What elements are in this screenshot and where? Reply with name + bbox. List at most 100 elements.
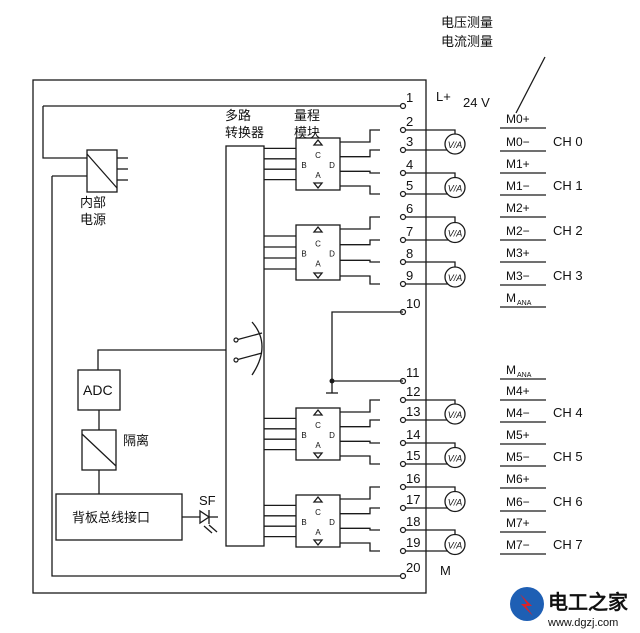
meter-glyph: V/A (448, 273, 463, 283)
terminal-3 (399, 146, 407, 154)
signal-label: M7+ (506, 516, 530, 530)
watermark-logo-icon (510, 587, 544, 621)
backplane-bus-label: 背板总线接口 (72, 510, 150, 525)
terminal-4 (399, 169, 407, 177)
channel-0-meter: V/A (403, 129, 466, 155)
terminal-13 (399, 416, 407, 424)
terminal-number-15: 15 (406, 448, 420, 463)
voltage-measure-label: 电压测量 (441, 15, 493, 30)
multiplexer-block (225, 145, 265, 547)
module-frame (32, 79, 427, 594)
sf-label: SF (199, 493, 216, 508)
range-module-label-2: 模块 (294, 125, 320, 140)
terminal-number-6: 6 (406, 201, 413, 216)
header-pointer-line (515, 56, 546, 114)
m-ana-common-wire (331, 311, 403, 382)
channel-2-meter: V/A (403, 216, 466, 244)
terminal-number-1: 1 (406, 90, 413, 105)
terminal-19 (399, 547, 407, 555)
signal-row: M5+ (500, 428, 546, 445)
range-glyph-a: A (315, 171, 321, 180)
signal-label: M2− (506, 224, 530, 238)
channel-7-meter: V/A (403, 529, 466, 556)
terminal-number-3: 3 (406, 134, 413, 149)
terminal-7 (399, 236, 407, 244)
terminal-number-10: 10 (406, 296, 420, 311)
l-plus-to-power-wire (42, 106, 87, 159)
signal-row: M3+ (500, 246, 546, 263)
channel-5-meter: V/A (403, 442, 466, 469)
signal-label: M0− (506, 135, 530, 149)
meter-glyph: V/A (448, 498, 463, 508)
signal-row: M7− CH 7 (500, 537, 583, 555)
meter-glyph: V/A (448, 410, 463, 420)
channel-label: CH 1 (553, 178, 583, 193)
terminal-9 (399, 280, 407, 288)
terminal-number-16: 16 (406, 471, 420, 486)
watermark-url: www.dgzj.com (547, 617, 618, 629)
channel-label: CH 7 (553, 537, 583, 552)
signal-row: M2+ (500, 201, 546, 218)
signal-label: M7− (506, 538, 530, 552)
range-glyph-c: C (315, 240, 321, 249)
internal-power-label-1: 内部 (80, 195, 106, 210)
signal-row: M3−CH 3 (500, 268, 583, 286)
channel-4-meter: V/A (403, 399, 466, 425)
watermark-title: 电工之家 (548, 590, 629, 614)
range-glyph-d: D (329, 250, 335, 259)
signal-label: M3+ (506, 246, 530, 260)
signal-label: M1+ (506, 157, 530, 171)
range-glyph-c: C (315, 151, 321, 160)
terminal-number-11: 11 (406, 365, 420, 380)
terminal-number-13: 13 (406, 404, 420, 419)
terminal-16 (399, 483, 407, 491)
terminal-5 (399, 190, 407, 198)
channel-label: CH 6 (553, 494, 583, 509)
channel-1-meter: V/A (403, 172, 466, 199)
range-glyph-c: C (315, 421, 321, 430)
signal-row: M5−CH 5 (500, 449, 583, 467)
multiplexer-switch-icon (233, 321, 263, 376)
terminal-1 (399, 102, 407, 110)
isolation-label: 隔离 (123, 433, 149, 448)
range-glyph-a: A (315, 528, 321, 537)
terminal-number-12: 12 (406, 384, 420, 399)
signal-row: M1−CH 1 (500, 178, 583, 196)
signal-label: M6+ (506, 472, 530, 486)
current-measure-label: 电流测量 (441, 34, 493, 49)
signal-label: M3− (506, 269, 530, 283)
terminal-2 (399, 126, 407, 134)
channel-label: CH 4 (553, 405, 583, 420)
multiplexer-label-2: 转换器 (225, 125, 264, 140)
channel-label: CH 5 (553, 449, 583, 464)
signal-label: M4+ (506, 384, 530, 398)
terminal-18 (399, 526, 407, 534)
adc-block (77, 369, 121, 411)
meter-glyph: V/A (448, 184, 463, 194)
range-glyph-b: B (301, 518, 306, 527)
meter-glyph: V/A (448, 229, 463, 239)
isolation-block (81, 429, 117, 471)
m-ground-wire (51, 176, 403, 577)
meter-glyph: V/A (448, 454, 463, 464)
range-glyph-c: C (315, 508, 321, 517)
range-glyph-d: D (329, 518, 335, 527)
terminal-8 (399, 258, 407, 266)
range-glyph-d: D (329, 431, 335, 440)
supply-voltage-label: 24 V (463, 95, 490, 110)
range-glyph-b: B (301, 250, 306, 259)
signal-row: M6+ (500, 472, 546, 489)
channel-label: CH 0 (553, 134, 583, 149)
adc-label: ADC (83, 382, 113, 398)
terminal-number-9: 9 (406, 268, 413, 283)
terminal-number-4: 4 (406, 157, 413, 172)
terminal-number-5: 5 (406, 178, 413, 193)
signal-row: M0+ (500, 112, 546, 129)
signal-sub-label: ANA (517, 300, 532, 307)
terminal-14 (399, 439, 407, 447)
signal-label: M (506, 363, 516, 377)
